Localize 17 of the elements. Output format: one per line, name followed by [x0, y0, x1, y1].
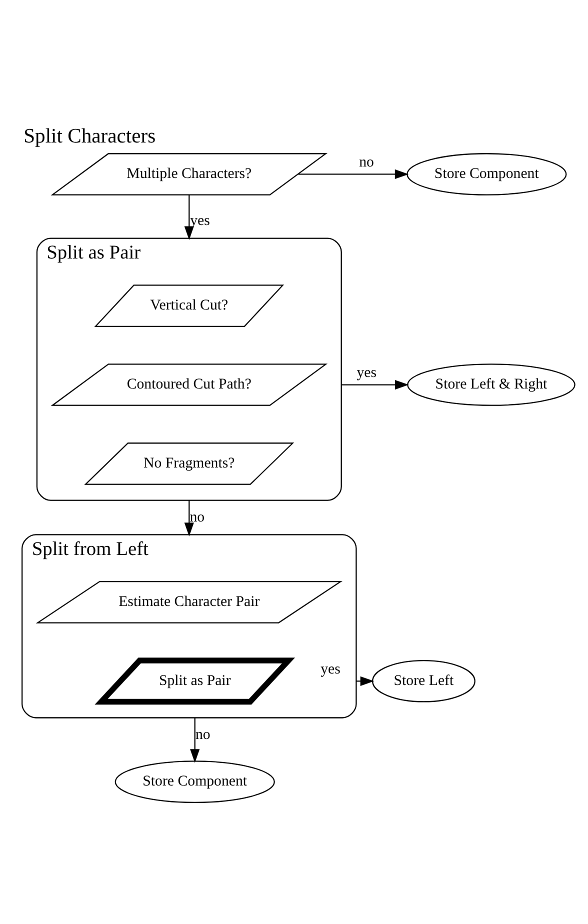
node-ellipse: Store Left [372, 660, 476, 702]
edge-label: yes [190, 213, 210, 230]
diagram-title: Split Characters [24, 126, 156, 148]
arrow [298, 169, 409, 180]
edge-label: no [195, 726, 210, 743]
edge-label: no [359, 154, 374, 171]
node-ellipse: Store Left & Right [407, 364, 576, 406]
arrow [356, 676, 374, 686]
edge-label: yes [356, 365, 377, 382]
edge-label: yes [320, 662, 340, 678]
node-ellipse: Store Component [114, 760, 275, 803]
node-ellipse: Store Component [406, 153, 567, 196]
arrow [190, 718, 200, 763]
edge-label: no [190, 509, 205, 526]
arrow [184, 500, 194, 536]
arrow [341, 380, 409, 390]
arrow [184, 195, 194, 240]
